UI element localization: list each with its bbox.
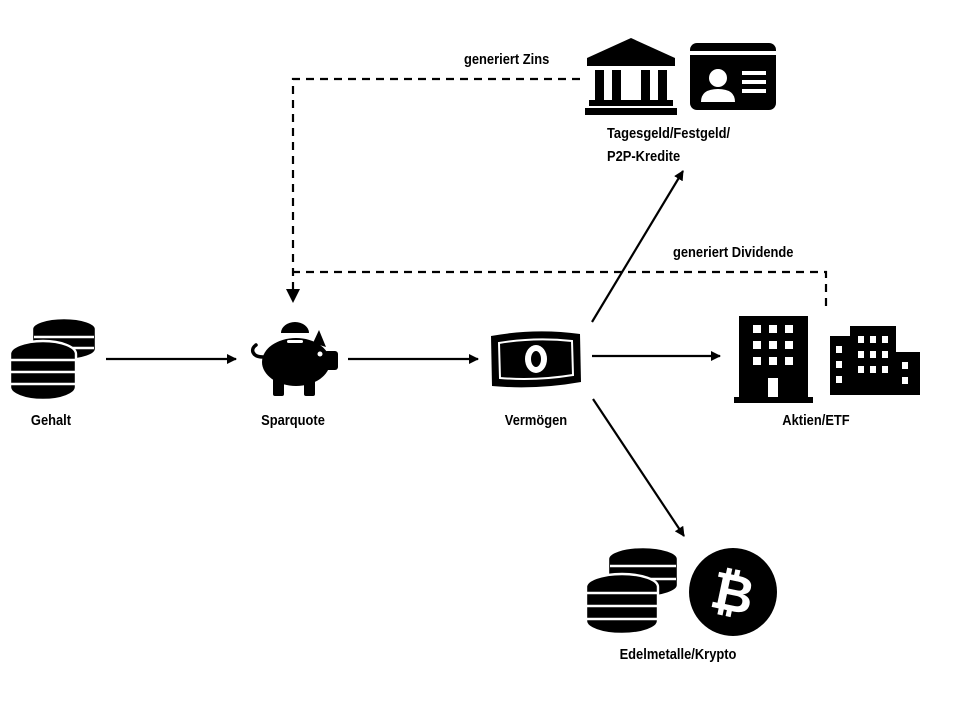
city-icon [830, 326, 920, 395]
label-sparquote: Sparquote [261, 412, 325, 429]
coins-icon [584, 545, 680, 636]
building-icon [734, 316, 813, 403]
label-vermoegen: Vermögen [504, 412, 568, 429]
label-tagesgeld-line2: P2P-Kredite [607, 148, 681, 165]
label-generiert-zins: generiert Zins [464, 51, 550, 68]
label-gehalt: Gehalt [30, 412, 72, 429]
bank-icon [585, 38, 677, 115]
money-bill-icon [491, 331, 581, 388]
label-edelmetalle: Edelmetalle/Krypto [619, 646, 737, 663]
label-aktien: Aktien/ETF [782, 412, 850, 429]
dashed-arrowhead [286, 289, 300, 303]
coins-icon [8, 316, 98, 402]
id-card-icon [690, 43, 776, 110]
dashed-arrow-zins [291, 77, 580, 300]
arrow-vermoegen-edelmetalle [592, 398, 685, 537]
arrow-vermoegen-tagesgeld [591, 170, 684, 323]
piggy-bank-icon [250, 322, 338, 396]
dashed-arrow-dividende [293, 270, 828, 306]
label-tagesgeld-line1: Tagesgeld/Festgeld/ [607, 125, 731, 142]
bitcoin-icon: ₿ [689, 548, 777, 636]
label-generiert-dividende: generiert Dividende [673, 244, 794, 261]
